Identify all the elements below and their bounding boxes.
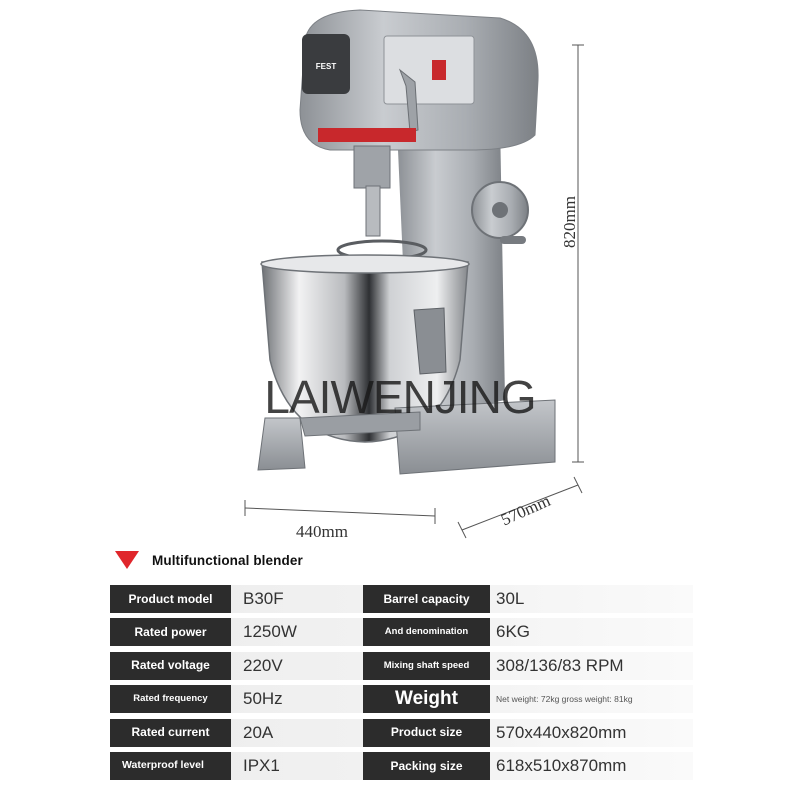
red-band xyxy=(318,128,416,142)
spec-value: 6KG xyxy=(496,622,531,642)
spec-value: Net weight: 72kg gross weight: 81kg xyxy=(496,694,633,705)
spec-value: 220V xyxy=(243,655,283,675)
spec-value: 50Hz xyxy=(243,689,283,709)
width-dimension-label: 440mm xyxy=(296,522,348,541)
spec-table: Product model B30F Barrel capacity 30L R… xyxy=(110,585,693,785)
bowl-clamp xyxy=(413,307,447,375)
brand-text: FEST xyxy=(316,62,337,71)
spec-label: Rated power xyxy=(110,618,231,647)
power-switch xyxy=(432,60,446,80)
spec-value: 30L xyxy=(496,589,525,608)
spec-label: Barrel capacity xyxy=(363,585,490,613)
spec-row: Rated frequency 50Hz Weight Net weight: … xyxy=(110,685,693,714)
brand-plate xyxy=(302,34,350,94)
spec-label: Product model xyxy=(110,585,231,613)
spec-value: 20A xyxy=(243,722,274,742)
spec-label: Packing size xyxy=(363,751,490,780)
height-dimension-line xyxy=(572,44,584,463)
spec-label: Mixing shaft speed xyxy=(363,651,490,680)
spec-row: Rated power 1250W And denomination 6KG xyxy=(110,618,693,647)
mixing-bowl xyxy=(261,261,469,443)
spec-row: Product model B30F Barrel capacity 30L xyxy=(110,585,693,613)
spec-value: 570x440x820mm xyxy=(496,722,627,742)
base-right-foot xyxy=(394,399,556,475)
spec-label: Waterproof level xyxy=(110,751,231,780)
watermark-text: LAIWENJING xyxy=(264,371,536,423)
spec-value: B30F xyxy=(243,589,284,608)
mixer-illustration: FEST xyxy=(244,9,584,539)
bowl-rim xyxy=(260,254,470,274)
spec-label: Rated voltage xyxy=(110,651,231,680)
product-figure: FEST xyxy=(244,9,584,541)
spec-value: 1250W xyxy=(243,622,297,642)
triangle-down-icon xyxy=(115,551,139,569)
section-heading-text: Multifunctional blender xyxy=(152,552,303,568)
width-dimension-line xyxy=(244,500,436,524)
spindle-housing xyxy=(353,145,391,189)
spec-row: Rated current 20A Product size 570x440x8… xyxy=(110,718,693,747)
spec-value: 308/136/83 RPM xyxy=(496,655,624,675)
spec-label: Weight xyxy=(363,685,490,714)
base-bridge xyxy=(299,411,421,437)
depth-dimension-line xyxy=(457,476,583,539)
handwheel-handle xyxy=(500,236,526,244)
spec-row: Rated voltage 220V Mixing shaft speed 30… xyxy=(110,651,693,680)
control-panel xyxy=(383,35,475,105)
spec-label: Rated frequency xyxy=(110,685,231,714)
spec-row: Waterproof level IPX1 Packing size 618x5… xyxy=(110,751,693,780)
height-dimension-label: 820mm xyxy=(560,196,579,248)
spec-label: Rated current xyxy=(110,718,231,747)
spec-value: IPX1 xyxy=(243,755,280,775)
section-heading: Multifunctional blender xyxy=(115,548,303,572)
handwheel-hub xyxy=(492,202,508,218)
spec-label: And denomination xyxy=(363,618,490,647)
spec-value: 618x510x870mm xyxy=(496,755,627,775)
spec-label: Product size xyxy=(363,718,490,747)
mixing-shaft xyxy=(365,185,381,237)
base-left-foot xyxy=(257,417,306,471)
